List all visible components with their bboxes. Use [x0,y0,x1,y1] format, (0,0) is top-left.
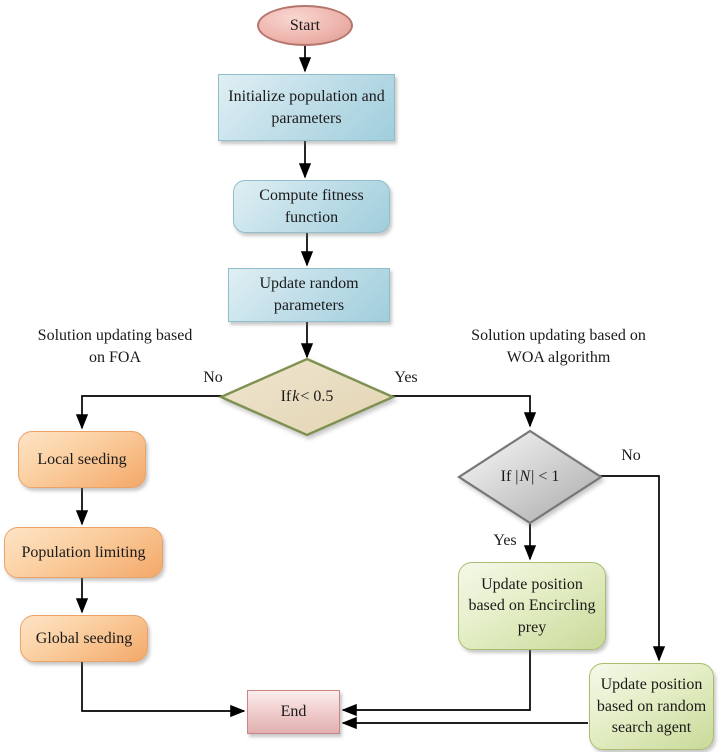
global-seeding-label: Global seeding [35,629,133,647]
random-search-node: Update position based on random search a… [589,663,714,750]
k-decision-node: If k < 0.5 [218,356,396,438]
n-yes-branch-label: Yes [493,532,517,549]
end-node: End [247,690,340,734]
encircling-prey-label: Update position based on Encircling prey [468,575,596,636]
compute-fitness-label: Compute fitness function [259,186,364,226]
initialize-label: Initialize population and parameters [228,87,385,127]
population-limiting-label: Population limiting [21,543,146,561]
n-decision-label: If | N | < 1 [456,428,604,526]
start-node: Start [257,5,353,46]
k-variable: k [292,388,300,405]
foa-annotation: Solution updating based on FOA [37,327,193,367]
k-decision-diamond-shape [218,357,396,437]
encircling-prey-node: Update position based on Encircling prey [458,562,606,650]
k-decision-text-after: < 0.5 [300,388,334,405]
random-search-label: Update position based on random search a… [596,676,707,737]
edge-global-end [81,662,246,718]
n-decision-text-after: | < 1 [531,468,560,485]
n-decision-text-before: If | [500,468,519,485]
k-yes-branch-label: Yes [394,369,418,386]
k-no-branch-label: No [203,369,223,386]
edge-k-no-local [75,395,222,430]
n-variable: N [519,468,531,485]
update-random-label: Update random parameters [259,275,359,314]
update-random-node: Update random parameters [228,268,390,322]
local-seeding-node: Local seeding [18,431,146,488]
global-seeding-node: Global seeding [20,615,148,662]
k-decision-text-before: If [280,388,292,405]
n-no-branch-label: No [621,447,641,464]
n-decision-node: If | N | < 1 [456,428,604,526]
local-seeding-label: Local seeding [37,450,127,468]
population-limiting-node: Population limiting [4,527,163,578]
woa-annotation: Solution updating based on WOA algorithm [471,327,646,367]
edge-k-yes-ndecision [392,395,537,428]
n-decision-diamond-shape [456,429,604,525]
end-label: End [280,703,307,721]
edge-n-no-randomsearch [600,475,666,662]
edge-encircling-end [341,650,531,717]
start-label: Start [289,16,321,34]
initialize-node: Initialize population and parameters [218,74,395,141]
k-decision-label: If k < 0.5 [218,356,396,438]
compute-fitness-node: Compute fitness function [233,180,390,233]
